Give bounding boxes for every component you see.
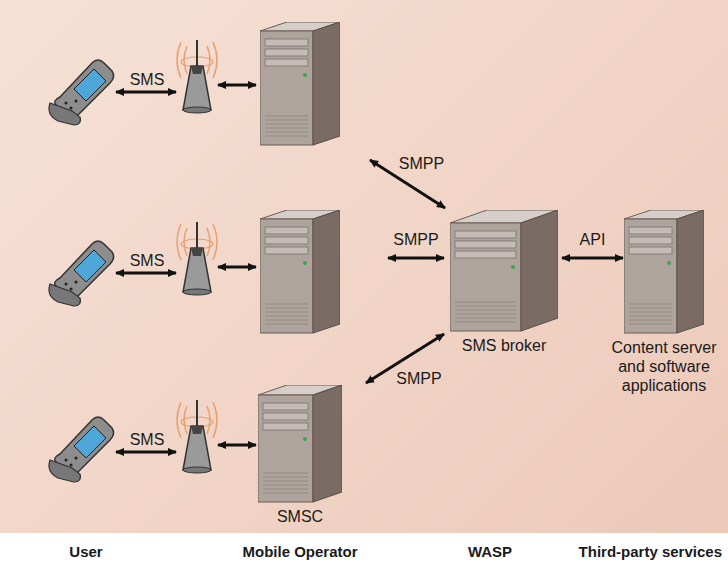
- server-icon: [624, 210, 704, 334]
- column-label: Third-party services: [579, 543, 722, 560]
- server-icon: [258, 385, 342, 503]
- server-label: SMSC: [252, 507, 348, 526]
- protocol-label: SMS: [130, 431, 165, 449]
- connector-arrow: [388, 257, 444, 260]
- server-label: Content server and software applications: [606, 338, 722, 395]
- column-label: WASP: [468, 543, 512, 560]
- server-node: [258, 22, 342, 146]
- server-node: Content server and software applications: [606, 210, 722, 395]
- server-icon: [450, 210, 558, 332]
- server-label: SMS broker: [446, 336, 562, 355]
- protocol-label: SMS: [130, 71, 165, 89]
- protocol-label: SMS: [130, 252, 165, 270]
- protocol-label: SMPP: [393, 231, 438, 249]
- connector-arrow: [562, 257, 623, 260]
- server-node: SMSC: [252, 385, 348, 526]
- column-label: User: [69, 543, 102, 560]
- server-node: [258, 210, 342, 334]
- server-icon: [260, 22, 340, 146]
- protocol-label: API: [580, 231, 606, 249]
- protocol-label: SMPP: [396, 370, 441, 388]
- server-icon: [260, 210, 340, 334]
- protocol-label: SMPP: [399, 155, 444, 173]
- server-node: SMS broker: [446, 210, 562, 355]
- column-label: Mobile Operator: [242, 543, 357, 560]
